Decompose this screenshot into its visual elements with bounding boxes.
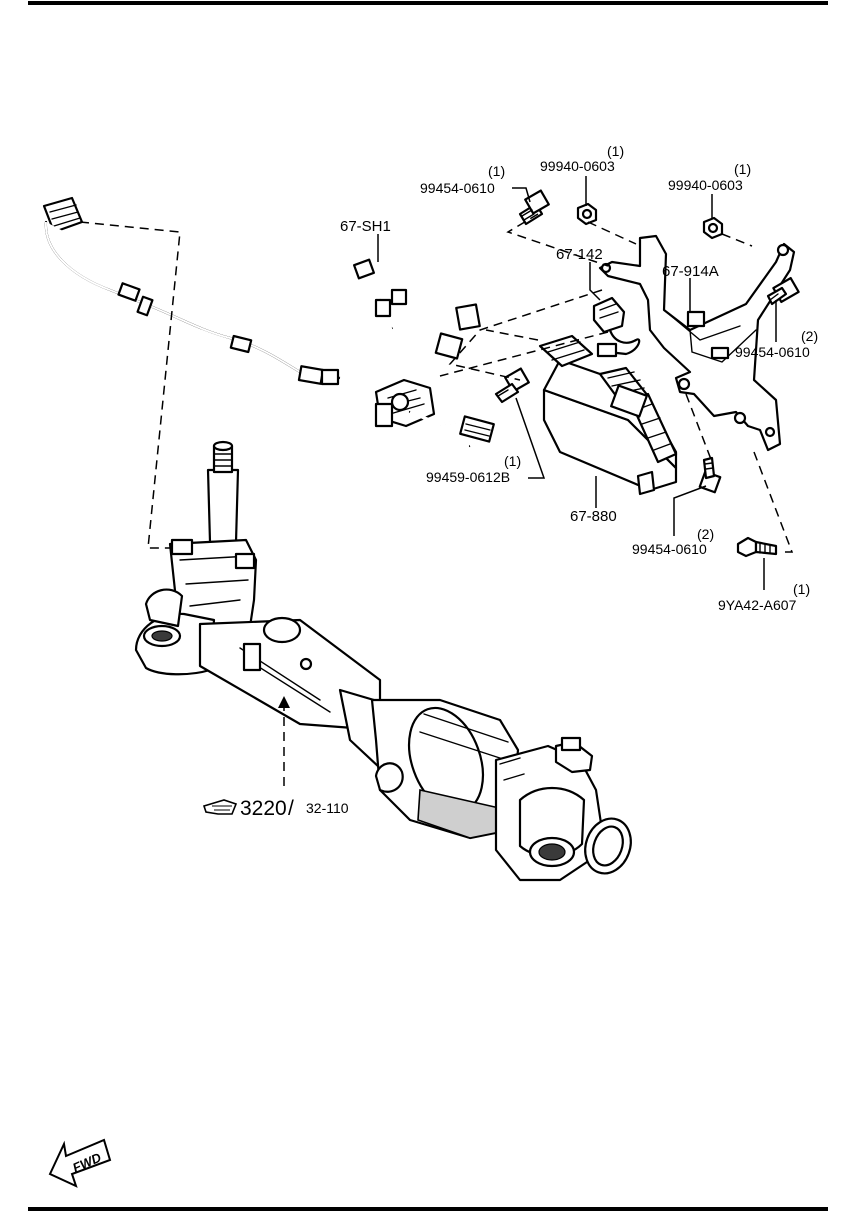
label-bolt-module-code: 99459-0612B [426,469,510,485]
bracket-67-914A[interactable] [598,234,796,452]
ref-separator: / [288,797,294,820]
label-nut-left-qty: (1) [607,143,624,159]
fwd-arrow-icon: FWD [48,1138,112,1188]
label-bolt-top-qty: (1) [488,163,505,179]
wiring-harness[interactable] [42,196,495,448]
pointing-hand-icon [202,799,238,815]
label-bolt-lower-code: 99454-0610 [632,541,707,557]
label-bolt-gear-qty: (1) [793,581,810,597]
nut-99940-0603-right[interactable] [702,216,724,240]
part-labels: (1) 99454-0610 (1) 99940-0603 (1) 99940-… [340,143,818,613]
label-module: 67-880 [570,508,617,525]
label-harness: 67-SH1 [340,218,391,235]
label-nut-right-qty: (1) [734,161,751,177]
bolt-99454-0610-top[interactable] [518,189,550,226]
label-bolt-lower-qty: (2) [697,526,714,542]
bolt-9YA42-A607[interactable] [736,536,778,558]
control-module-67-880[interactable] [538,334,678,496]
bolt-99454-0610-right[interactable] [766,276,800,306]
label-bolt-gear-code: 9YA42-A607 [718,597,797,613]
label-bolt-module-qty: (1) [504,453,521,469]
leader-lines [377,176,777,590]
bolt-99459-0612B[interactable] [494,367,530,404]
reference-callout[interactable]: 3220 / 32-110 [202,797,349,820]
ref-sub-number: 32-110 [306,800,349,816]
label-bolt-right-qty: (2) [801,328,818,344]
gear-arrow-head [278,696,290,708]
nut-99940-0603-left[interactable] [576,202,598,226]
steering-gear-assembly[interactable] [134,440,638,882]
label-sensor: 67-142 [556,246,603,263]
ref-main-number: 3220 [240,797,287,820]
label-bolt-top-code: 99454-0610 [420,180,495,196]
label-nut-right-code: 99940-0603 [668,177,743,193]
label-bracket: 67-914A [662,263,719,280]
assembly-dash-lines [79,213,794,786]
label-nut-left-code: 99940-0603 [540,158,615,174]
sensor-67-142[interactable] [592,296,641,358]
label-bolt-right-code: 99454-0610 [735,344,810,360]
